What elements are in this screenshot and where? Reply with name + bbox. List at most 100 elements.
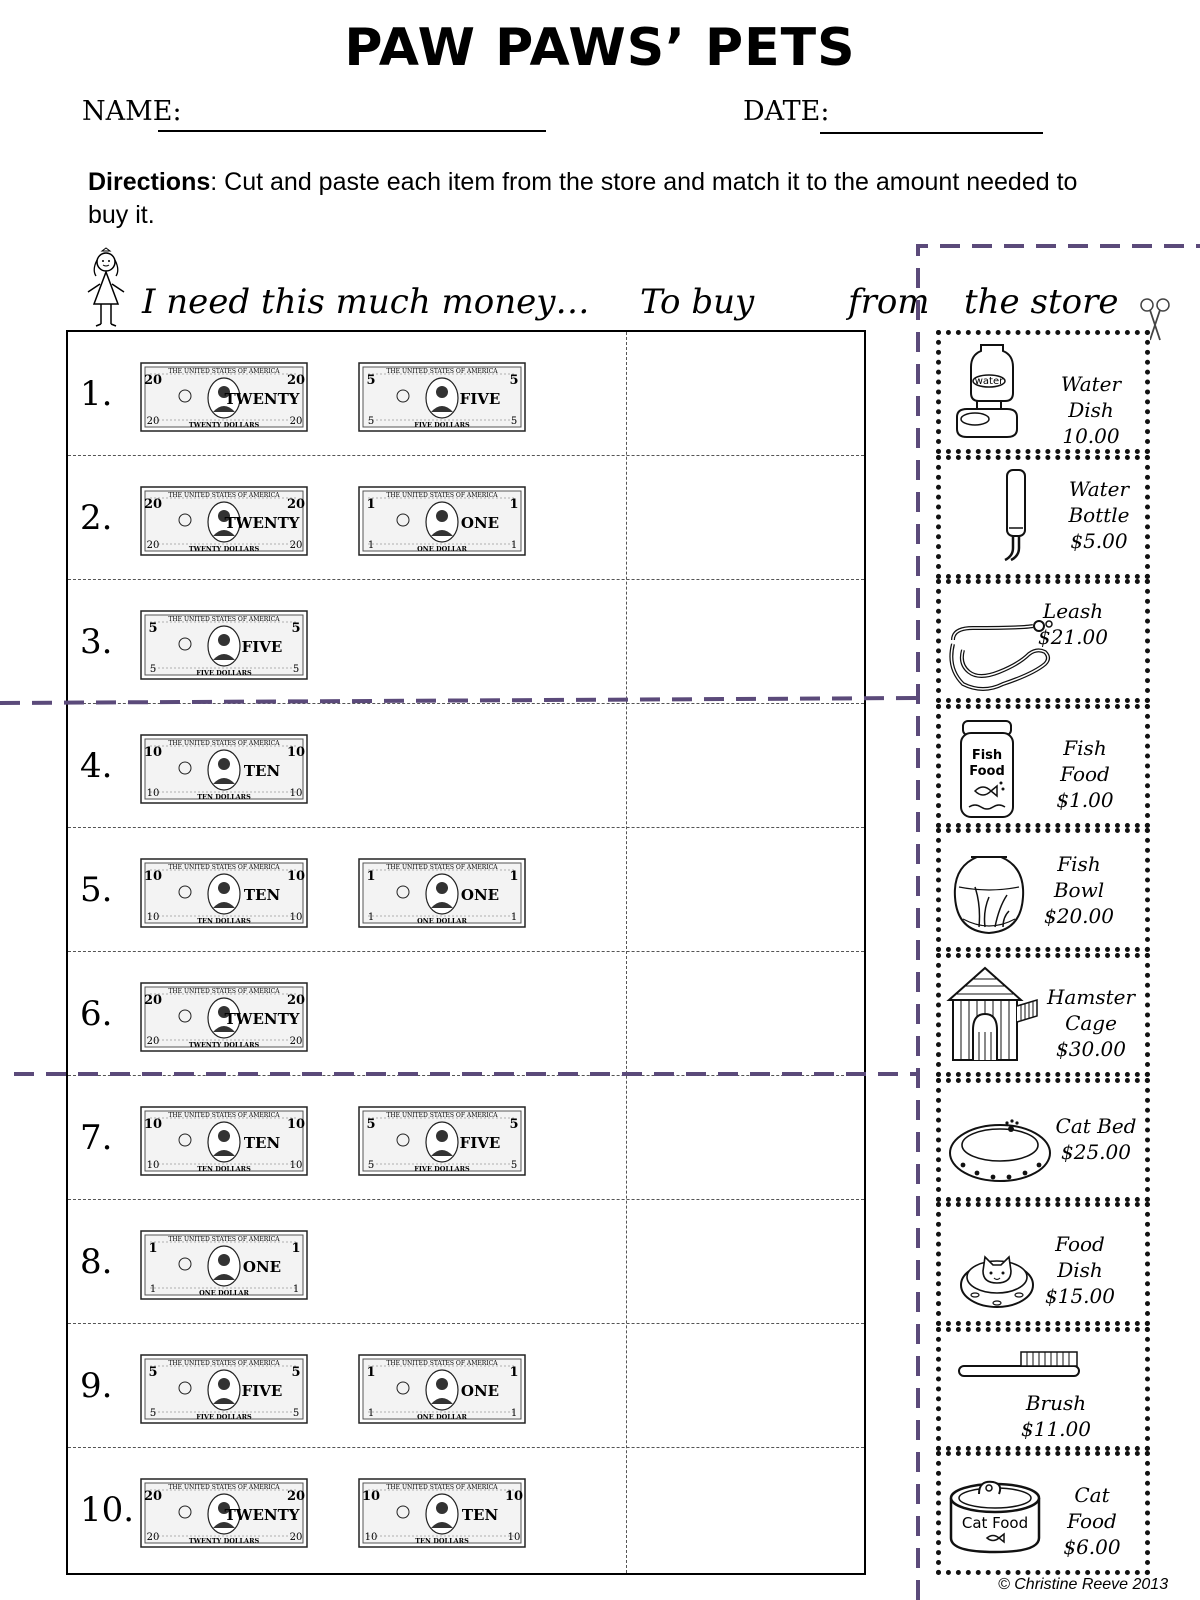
store-item-price: 10.00 (1062, 424, 1120, 448)
store-item-name: Cat Bed (1055, 1113, 1137, 1138)
name-label: NAME: (82, 96, 182, 127)
bill-corner-value: 20 (290, 540, 303, 551)
stick-girl-icon (87, 247, 125, 327)
row-number: 3. (80, 622, 113, 662)
fish-food-label-line2: Food (969, 764, 1005, 779)
bill-word: FIVE (242, 638, 283, 656)
bill-caption: FIVE DOLLARS (414, 1165, 470, 1173)
bill-caption: ONE DOLLAR (199, 1289, 249, 1297)
name-field[interactable] (158, 130, 546, 132)
bill-word: TWENTY (224, 1506, 299, 1524)
page-title: PAW PAWS’ PETS (344, 18, 856, 78)
store-item[interactable]: Cat Bed$25.00 (936, 1077, 1150, 1202)
store-item-price: $30.00 (1056, 1037, 1126, 1061)
row-number: 6. (80, 994, 113, 1034)
bill-caption: TWENTY DOLLARS (189, 1041, 260, 1049)
store-item-name: Food (1060, 761, 1110, 786)
store-item-name: Fish (1063, 735, 1107, 760)
directions-lead: Directions (88, 168, 211, 196)
bill-caption: ONE DOLLAR (417, 545, 467, 553)
bill-header: THE UNITED STATES OF AMERICA (168, 492, 280, 499)
bill-corner-value: 5 (368, 1160, 374, 1171)
bill-word: TEN (244, 762, 281, 780)
bill-header: THE UNITED STATES OF AMERICA (168, 988, 280, 995)
bill-header: THE UNITED STATES OF AMERICA (168, 1484, 280, 1491)
fish-food-label-line1: Fish (972, 748, 1002, 763)
bill-corner-value: 5 (511, 416, 517, 427)
store-item-name: Dish (1068, 398, 1114, 422)
bill-corner-value: 1 (368, 912, 374, 923)
bill-corner-value: 5 (291, 621, 300, 636)
bill-corner-value: 5 (509, 373, 518, 388)
bill-caption: ONE DOLLAR (417, 1413, 467, 1421)
bill-header: THE UNITED STATES OF AMERICA (386, 1360, 498, 1367)
bill-word: FIVE (460, 390, 501, 408)
bill-caption: FIVE DOLLARS (196, 1413, 252, 1421)
bill-corner-value: 10 (144, 1117, 162, 1132)
bill-word: FIVE (460, 1134, 501, 1152)
hamster-cage-icon (941, 962, 1041, 1071)
bill-caption: TEN DOLLARS (197, 917, 251, 925)
bill-corner-value: 10 (290, 912, 303, 923)
water-bottle-icon (995, 466, 1035, 575)
date-field[interactable] (820, 132, 1043, 134)
store-item-name: Food (1067, 1509, 1117, 1534)
bill-corner-value: 10 (362, 1489, 380, 1504)
bill-word: TEN (244, 886, 281, 904)
bill-word: ONE (461, 1382, 499, 1400)
bill-corner-value: 1 (366, 1365, 375, 1380)
scissors-icon (1140, 298, 1170, 341)
store-item-price: $11.00 (1021, 1416, 1091, 1441)
bill-caption: FIVE DOLLARS (196, 669, 252, 677)
bill-word: TEN (244, 1134, 281, 1152)
bill-corner-value: 1 (368, 1408, 374, 1419)
bill-word: ONE (461, 886, 499, 904)
bill-corner-value: 5 (366, 1117, 375, 1132)
row-number: 7. (80, 1118, 113, 1158)
brush-icon (955, 1346, 1085, 1391)
bill-corner-value: 1 (148, 1241, 157, 1256)
bill-word: TWENTY (224, 390, 299, 408)
store-item-price: $20.00 (1044, 904, 1114, 929)
store-item-text: Cat Bed$25.00 (1045, 1113, 1147, 1165)
bill-corner-value: 10 (147, 788, 160, 799)
store-item[interactable]: Brush$11.00 (936, 1326, 1150, 1451)
store-item-price: $21.00 (1038, 625, 1108, 650)
bill-header: THE UNITED STATES OF AMERICA (168, 740, 280, 747)
date-label: DATE: (743, 96, 830, 127)
store-item[interactable]: Leash$21.00 (936, 579, 1150, 704)
store-item-name: Cat (1074, 1483, 1110, 1508)
bill-corner-value: 20 (290, 416, 303, 427)
leash-icon (945, 616, 1055, 701)
bill-caption: TEN DOLLARS (197, 1165, 251, 1173)
